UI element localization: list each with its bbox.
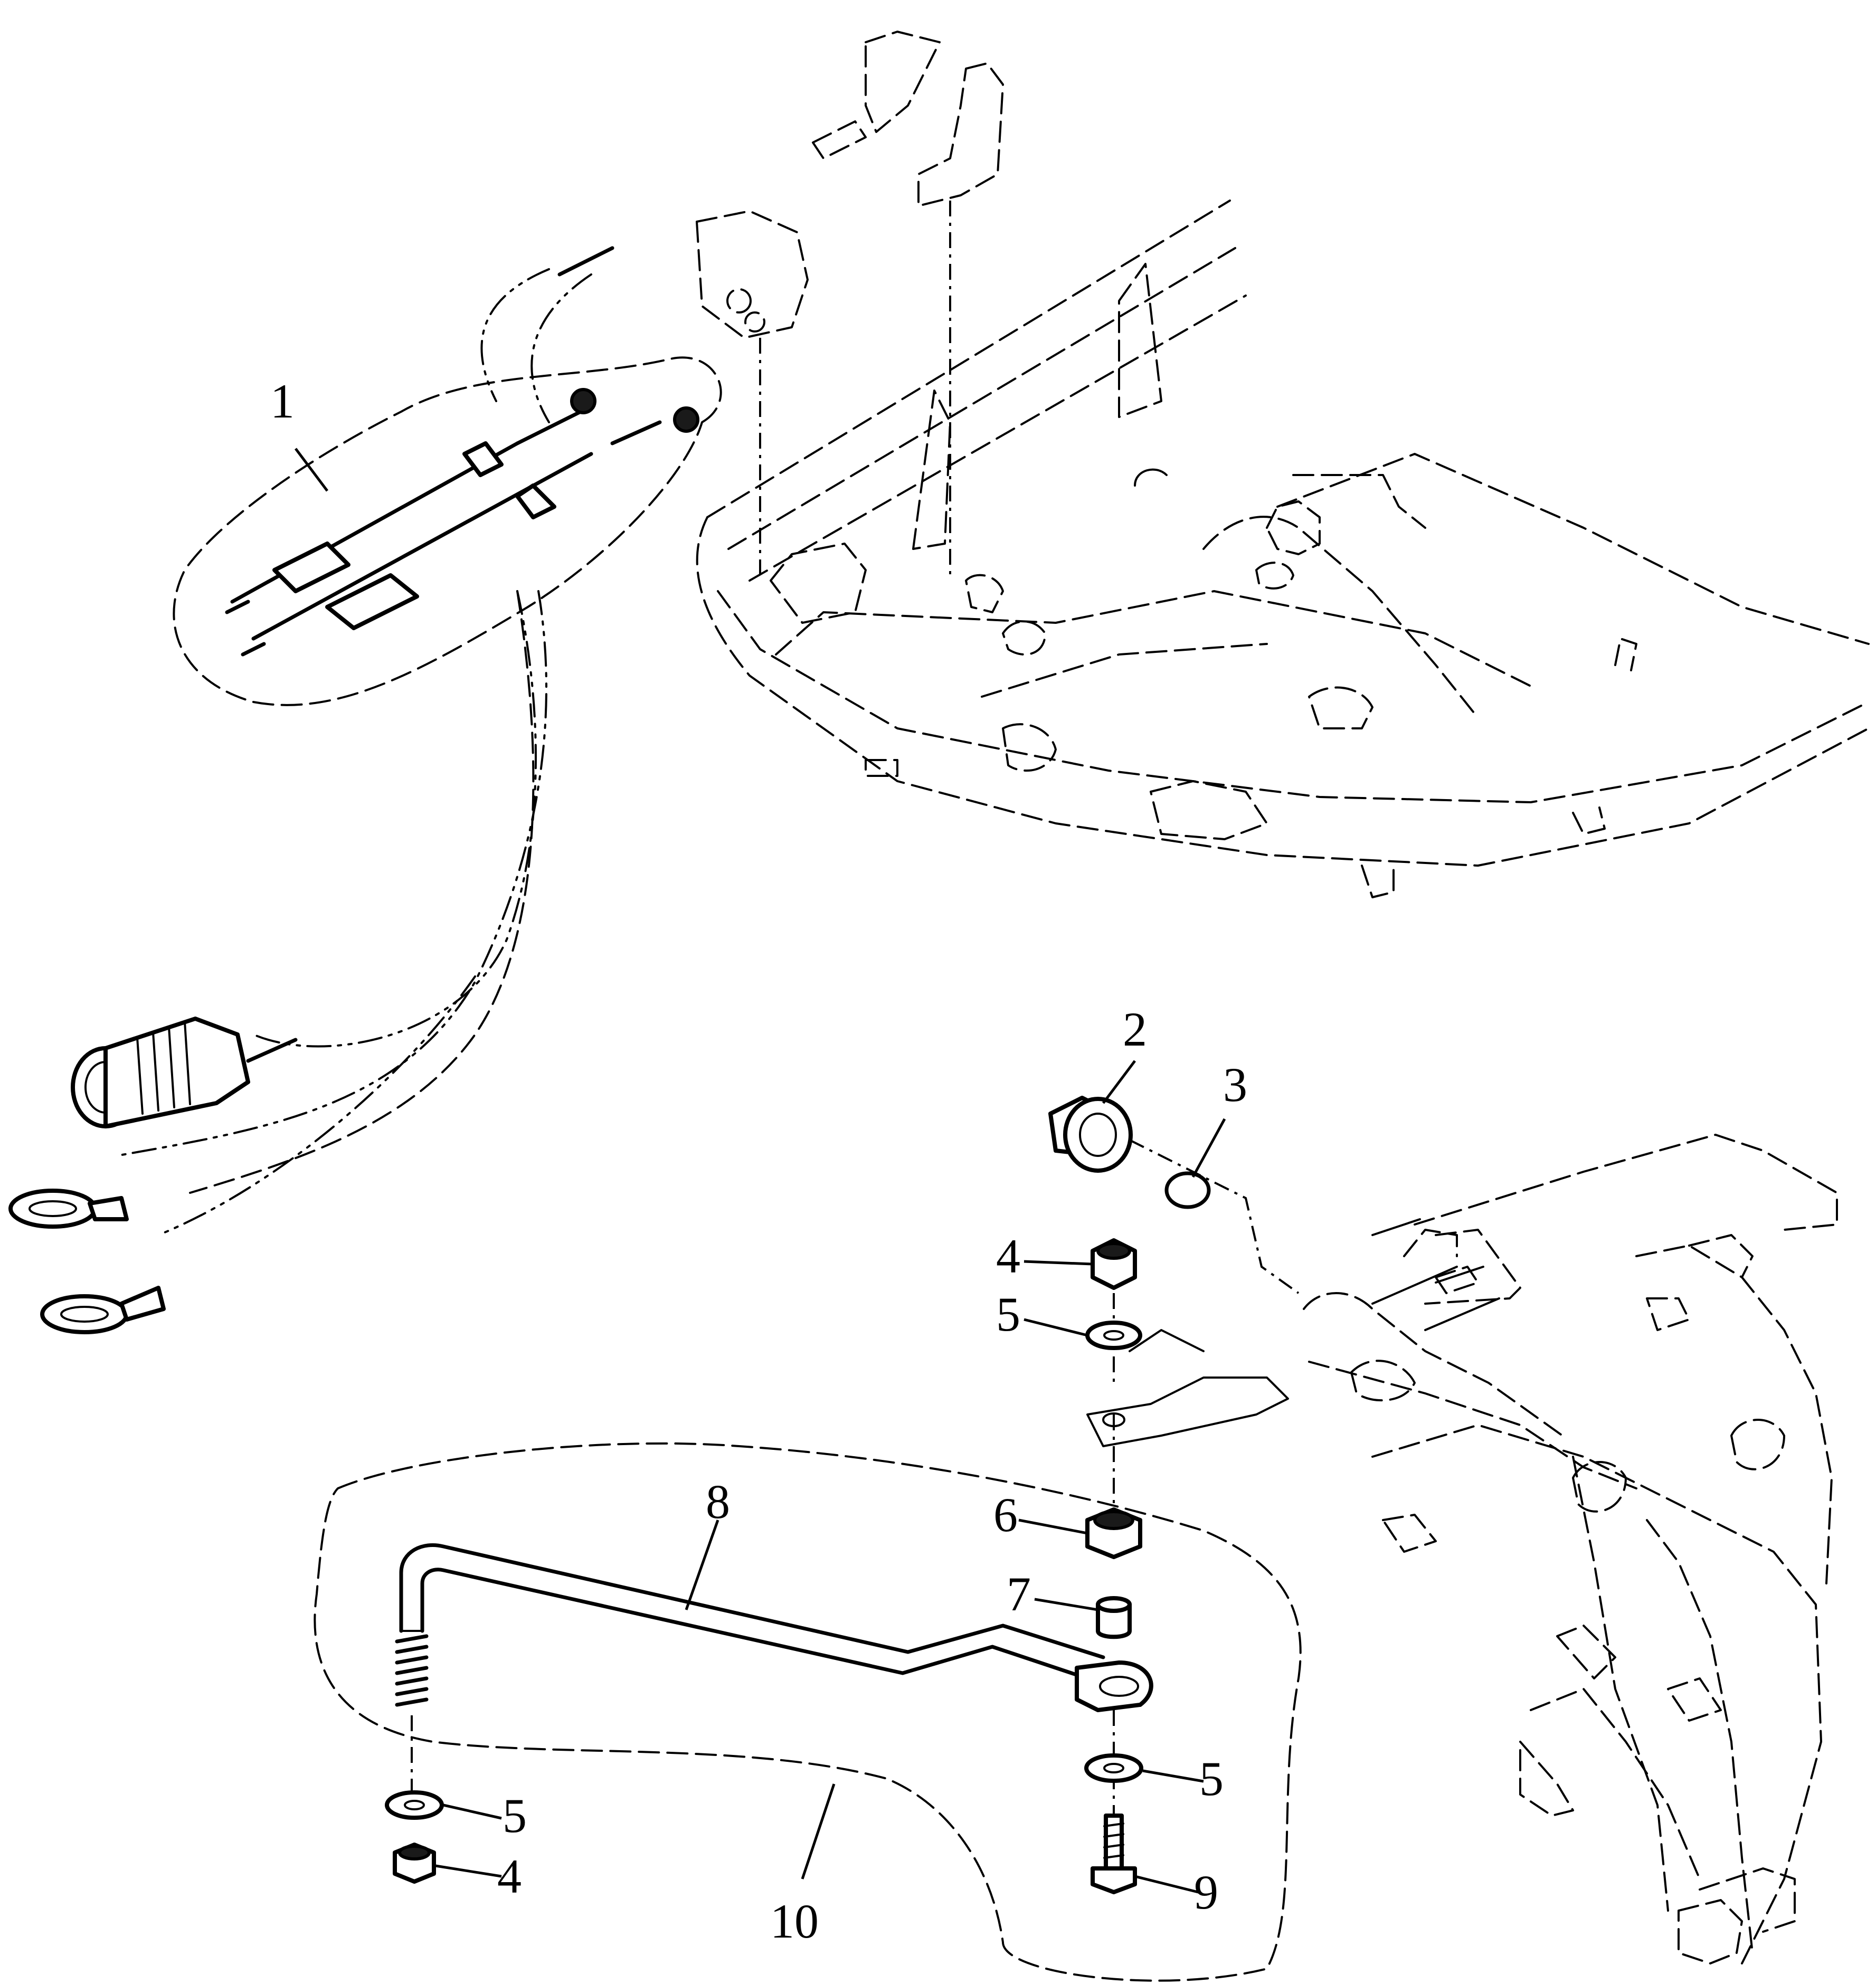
part-4-locknut-lower — [393, 1843, 436, 1884]
callout-5-lower-left: 5 — [503, 1789, 527, 1843]
part-1-control-cables — [173, 356, 722, 706]
part-2-bushing — [1048, 1096, 1133, 1173]
part-3-o-ring — [1164, 1171, 1211, 1209]
callout-9: 9 — [1194, 1865, 1218, 1919]
bottom-cowl-frame-outline — [696, 200, 1870, 898]
swivel-bracket-outline — [1303, 1134, 1838, 1964]
part-9-bolt — [1091, 1814, 1137, 1894]
harness-connector-plug — [71, 1017, 298, 1128]
callout-1: 1 — [270, 374, 295, 428]
callout-4-upper: 4 — [996, 1229, 1020, 1283]
callout-8: 8 — [706, 1475, 730, 1529]
callout-labels: 1 2 3 4 5 6 7 8 5 5 4 9 10 — [270, 374, 1247, 1948]
callout-4-lower: 4 — [497, 1849, 522, 1903]
part-6-nut — [1085, 1507, 1142, 1559]
callout-5-lower-right: 5 — [1199, 1752, 1224, 1806]
callout-3: 3 — [1223, 1058, 1247, 1112]
part-10-kit-outline — [314, 1442, 1302, 1982]
wiring-harness-outline — [115, 246, 614, 1236]
part-8-tie-rod — [395, 1543, 1153, 1795]
part-5-washer-lower-left — [385, 1790, 444, 1820]
callout-7: 7 — [1007, 1567, 1031, 1621]
part-7-spacer — [1096, 1596, 1132, 1639]
bracket-clip-outline — [812, 31, 1004, 581]
ring-terminals — [8, 1189, 166, 1334]
part-4-locknut-upper — [1091, 1238, 1137, 1290]
callout-5-upper: 5 — [996, 1287, 1020, 1341]
part-5-washer-lower-right — [1084, 1753, 1143, 1783]
rubber-mount-block — [696, 210, 809, 581]
tie-rod-threads — [395, 1634, 429, 1707]
callout-10: 10 — [770, 1894, 819, 1948]
hardware-stack — [1113, 1139, 1300, 1858]
leader-lines — [435, 1060, 1226, 1894]
part-5-washer-upper — [1085, 1321, 1142, 1350]
callout-2: 2 — [1123, 1002, 1147, 1056]
callout-6: 6 — [993, 1488, 1018, 1542]
